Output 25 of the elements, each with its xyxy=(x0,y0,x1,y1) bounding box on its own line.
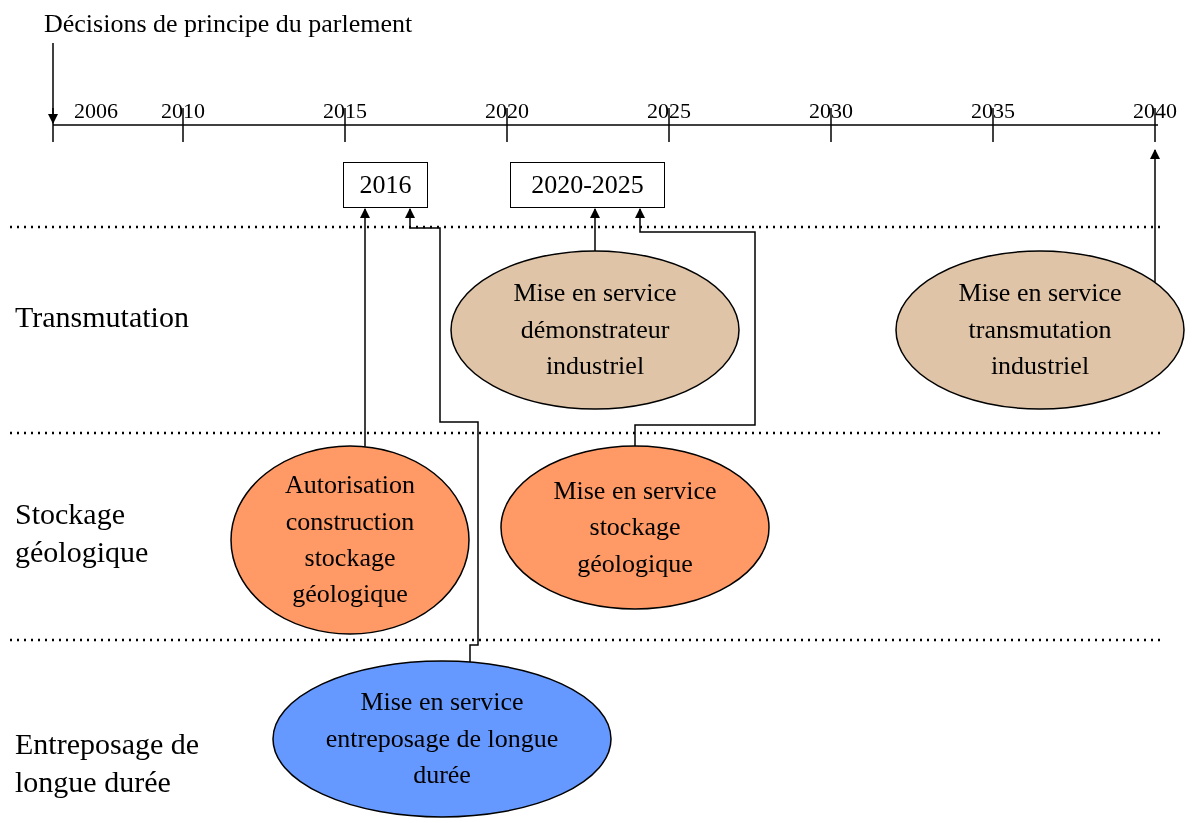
arrow xyxy=(590,208,600,252)
arrow xyxy=(360,208,370,448)
year-box: 2016 xyxy=(343,162,428,208)
year-label: 2006 xyxy=(74,98,119,124)
milestone-ellipse: Mise en service entreposage de longue durée xyxy=(272,660,612,818)
row-label: Entreposage de longue durée xyxy=(15,726,201,800)
arrow xyxy=(634,208,756,447)
milestone-ellipse: Mise en service transmutation industriel xyxy=(895,250,1185,410)
row-label: Transmutation xyxy=(15,299,190,335)
arrow xyxy=(48,42,58,124)
milestone-ellipse: Mise en service stockage géologique xyxy=(500,445,770,610)
arrow xyxy=(1150,149,1160,283)
year-label: 2025 xyxy=(646,98,692,124)
year-label: 2040 xyxy=(1132,98,1178,124)
arrow xyxy=(405,208,479,663)
year-label: 2010 xyxy=(160,98,206,124)
year-label: 2030 xyxy=(808,98,854,124)
year-label: 2015 xyxy=(322,98,368,124)
milestone-ellipse: Autorisation construction stockage géologique xyxy=(230,445,470,635)
milestone-ellipse: Mise en service démonstrateur industriel xyxy=(450,250,740,410)
year-box: 2020-2025 xyxy=(510,162,665,208)
year-label: 2020 xyxy=(484,98,530,124)
year-label: 2035 xyxy=(970,98,1016,124)
annotation-text: Décisions de principe du parlement xyxy=(44,6,504,42)
row-label: Stockage géologique xyxy=(15,496,150,570)
